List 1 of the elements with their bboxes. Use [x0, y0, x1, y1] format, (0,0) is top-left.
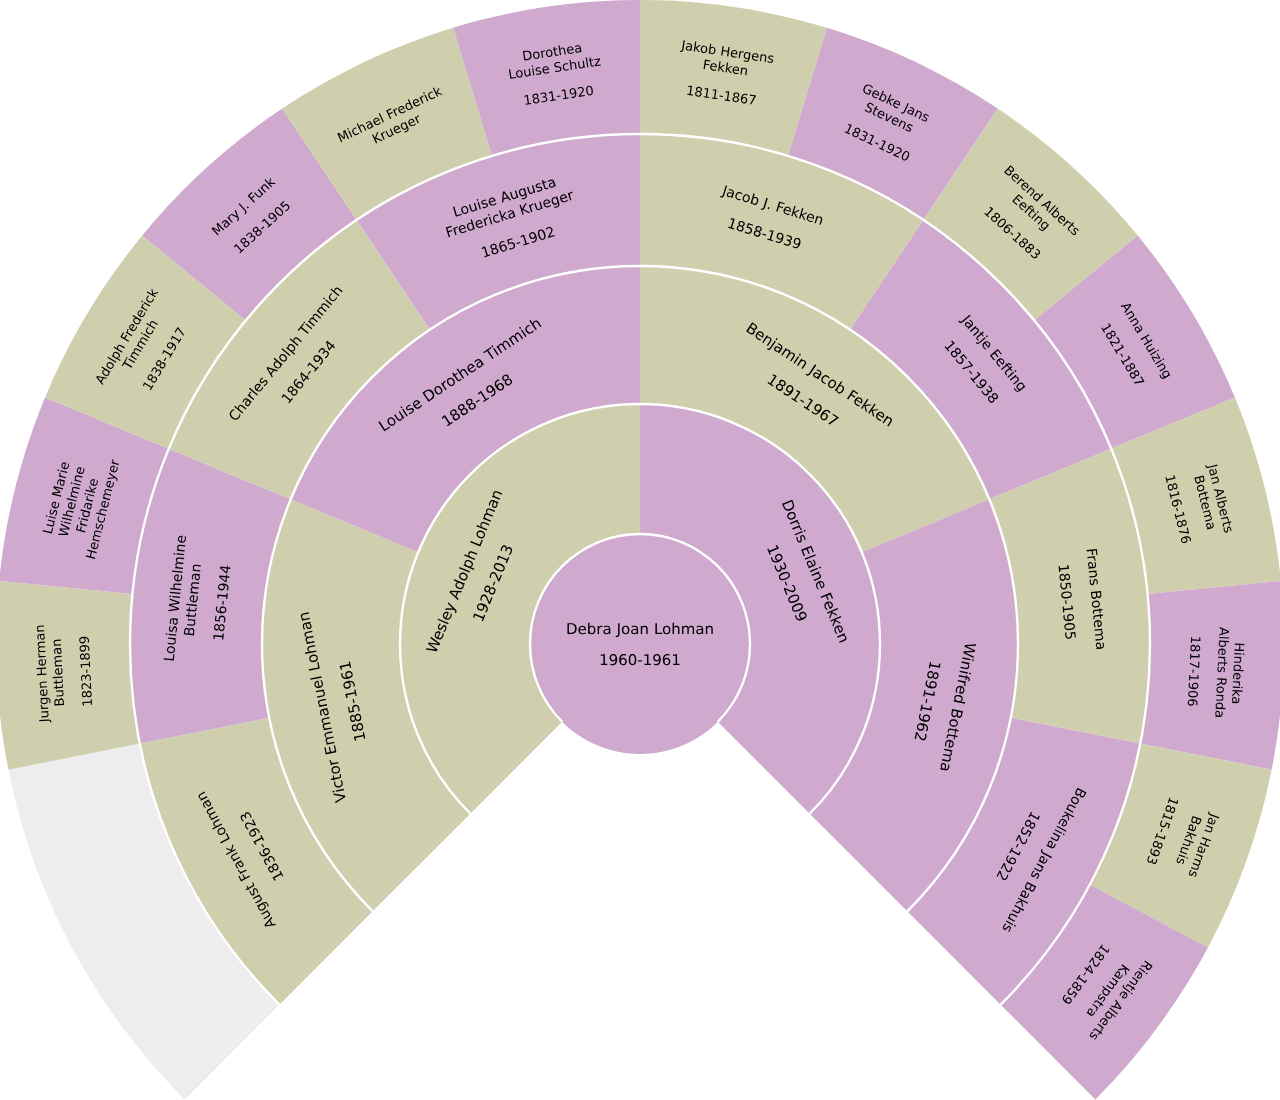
empty-sector — [8, 743, 280, 1100]
